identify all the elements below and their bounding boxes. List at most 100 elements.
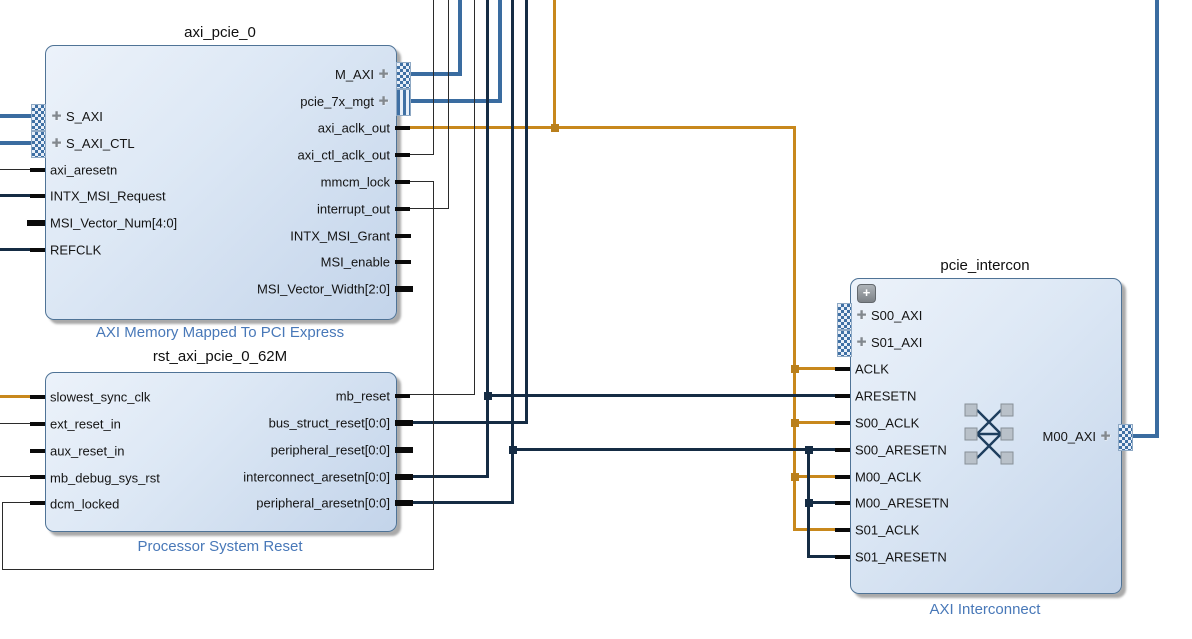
port-peripheral-reset[interactable]: peripheral_reset[0:0] — [270, 442, 390, 458]
port-ext-reset-in[interactable]: ext_reset_in — [50, 416, 121, 432]
wire-segment[interactable] — [553, 0, 556, 129]
port-stub[interactable] — [395, 234, 411, 238]
wire-segment[interactable] — [408, 501, 514, 504]
wire-segment[interactable] — [0, 476, 32, 477]
port-interrupt-out[interactable]: interrupt_out — [317, 201, 390, 217]
port-axi-aresetn[interactable]: axi_aresetn — [50, 162, 118, 178]
port-stub[interactable] — [395, 394, 410, 398]
port-stub[interactable] — [30, 449, 45, 453]
wire-segment[interactable] — [2, 502, 3, 570]
port-stub[interactable] — [835, 501, 850, 505]
wire-segment[interactable] — [433, 0, 434, 155]
wire-segment[interactable] — [807, 555, 837, 558]
wire-segment[interactable] — [511, 0, 514, 504]
port-s-axi-ctl[interactable]: S_AXI_CTL — [50, 135, 135, 151]
port-bus-struct-reset[interactable]: bus_struct_reset[0:0] — [268, 415, 390, 431]
wire-segment[interactable] — [474, 0, 475, 395]
wire-segment[interactable] — [793, 528, 837, 531]
port-s01-aresetn[interactable]: S01_ARESETN — [855, 549, 947, 565]
wire-segment[interactable] — [807, 501, 837, 504]
wire-segment[interactable] — [793, 475, 837, 478]
port-stub[interactable] — [30, 395, 45, 399]
wire-segment[interactable] — [525, 0, 528, 424]
interface-connector-s01-axi[interactable] — [837, 330, 852, 357]
wire-segment[interactable] — [2, 569, 434, 570]
port-stub[interactable] — [835, 528, 850, 532]
port-stub[interactable] — [30, 168, 45, 172]
port-s00-axi[interactable]: S00_AXI — [855, 307, 922, 323]
wire-segment[interactable] — [793, 367, 837, 370]
port-intx-msi-grant[interactable]: INTX_MSI_Grant — [290, 228, 390, 244]
wire-segment[interactable] — [0, 194, 32, 197]
port-s00-aclk[interactable]: S00_ACLK — [855, 415, 920, 431]
interface-expand-icon[interactable] — [1099, 428, 1112, 444]
wire-segment[interactable] — [408, 126, 795, 129]
port-stub[interactable] — [30, 501, 45, 505]
wire-segment[interactable] — [408, 154, 434, 155]
port-stub[interactable] — [395, 260, 411, 264]
port-mb-reset[interactable]: mb_reset — [335, 388, 390, 404]
interface-expand-icon[interactable] — [377, 93, 390, 109]
wire-segment[interactable] — [2, 502, 32, 503]
wire-segment[interactable] — [793, 126, 796, 531]
port-stub[interactable] — [395, 500, 413, 506]
interface-expand-icon[interactable] — [50, 135, 63, 151]
port-axi-ctl-aclk-out[interactable]: axi_ctl_aclk_out — [297, 147, 391, 163]
port-stub[interactable] — [835, 367, 850, 371]
port-stub[interactable] — [835, 475, 850, 479]
wire-segment[interactable] — [1155, 0, 1159, 438]
interface-connector-s00-axi[interactable] — [837, 303, 852, 330]
port-stub[interactable] — [395, 153, 410, 157]
port-stub[interactable] — [30, 475, 45, 479]
port-aux-reset-in[interactable]: aux_reset_in — [50, 443, 125, 459]
interface-connector-pcie-7x-mgt[interactable] — [396, 89, 411, 116]
port-stub[interactable] — [395, 420, 413, 426]
interface-connector-s-axi-ctl[interactable] — [31, 131, 46, 158]
port-stub[interactable] — [835, 448, 850, 452]
port-intx-msi-request[interactable]: INTX_MSI_Request — [50, 188, 166, 204]
wire-segment[interactable] — [0, 423, 32, 424]
wire-segment[interactable] — [486, 0, 489, 478]
port-s-axi[interactable]: S_AXI — [50, 108, 103, 124]
wire-segment[interactable] — [408, 99, 502, 103]
wire-segment[interactable] — [1130, 434, 1159, 438]
wire-segment[interactable] — [408, 421, 528, 424]
wire-segment[interactable] — [793, 421, 837, 424]
port-dcm-locked[interactable]: dcm_locked — [50, 496, 120, 512]
port-peripheral-aresetn[interactable]: peripheral_aresetn[0:0] — [256, 495, 390, 511]
port-s01-axi[interactable]: S01_AXI — [855, 334, 922, 350]
port-m00-axi[interactable]: M00_AXI — [1043, 428, 1112, 444]
port-stub[interactable] — [835, 555, 850, 559]
interface-connector-m-axi[interactable] — [396, 62, 411, 89]
wire-segment[interactable] — [486, 394, 837, 397]
wire-segment[interactable] — [408, 394, 475, 395]
wire-segment[interactable] — [0, 141, 32, 145]
port-pcie-7x-mgt[interactable]: pcie_7x_mgt — [300, 93, 390, 109]
wire-segment[interactable] — [433, 181, 434, 570]
expand-block-button[interactable]: + — [857, 284, 876, 303]
ip-block-intercon[interactable] — [850, 278, 1122, 594]
wire-segment[interactable] — [458, 0, 462, 76]
wire-segment[interactable] — [448, 0, 449, 209]
port-slowest-sync-clk[interactable]: slowest_sync_clk — [50, 389, 151, 405]
port-stub[interactable] — [30, 422, 45, 426]
port-m-axi[interactable]: M_AXI — [335, 66, 390, 82]
port-stub[interactable] — [395, 474, 413, 480]
wire-segment[interactable] — [408, 72, 462, 76]
port-s01-aclk[interactable]: S01_ACLK — [855, 522, 920, 538]
port-mmcm-lock[interactable]: mmcm_lock — [320, 174, 390, 190]
port-msi-vector-width[interactable]: MSI_Vector_Width[2:0] — [257, 281, 390, 297]
wire-segment[interactable] — [511, 448, 837, 451]
port-stub[interactable] — [395, 126, 410, 130]
port-stub[interactable] — [835, 394, 850, 398]
port-stub[interactable] — [30, 248, 45, 252]
interface-expand-icon[interactable] — [855, 307, 868, 323]
wire-segment[interactable] — [0, 114, 32, 118]
interface-expand-icon[interactable] — [50, 108, 63, 124]
port-m00-aresetn[interactable]: M00_ARESETN — [855, 495, 949, 511]
port-stub[interactable] — [30, 194, 45, 198]
interface-connector-m00-axi[interactable] — [1118, 424, 1133, 451]
port-stub[interactable] — [27, 220, 45, 226]
port-msi-enable[interactable]: MSI_enable — [320, 254, 390, 270]
